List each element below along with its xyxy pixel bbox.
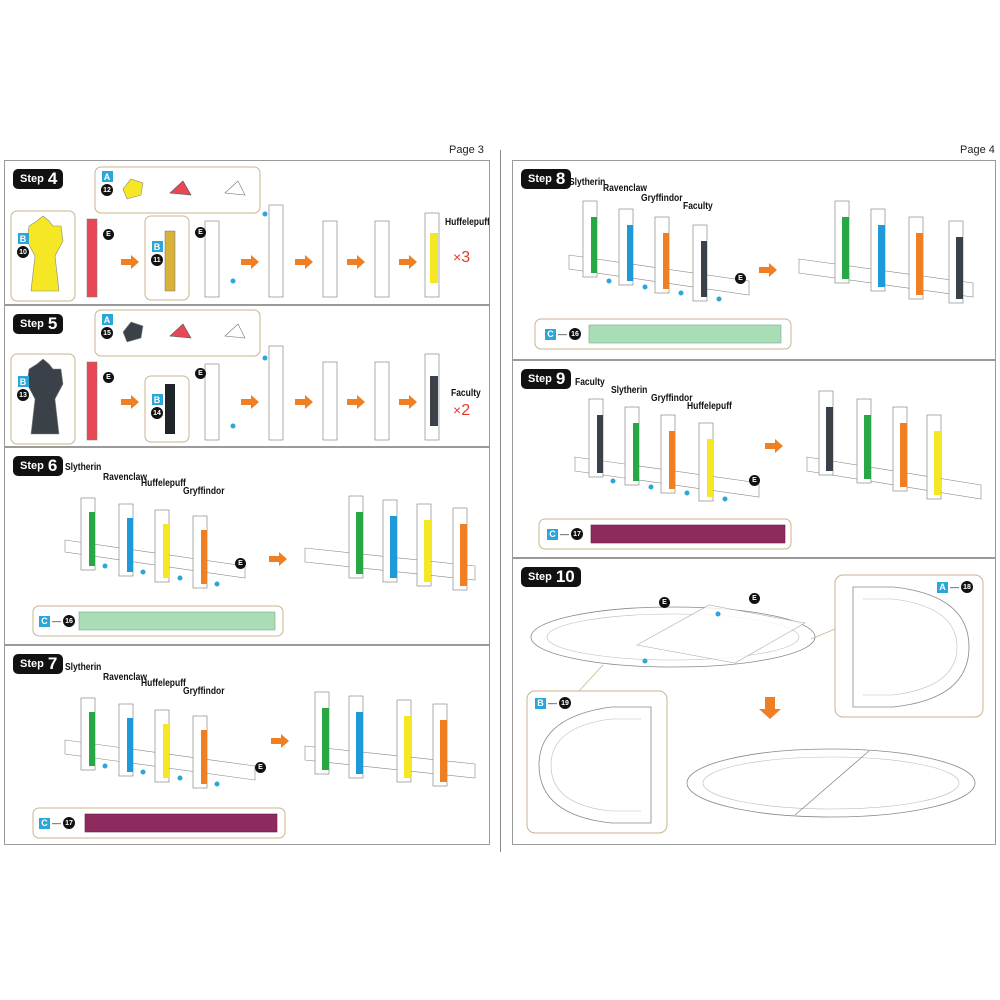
step-4-multiplier: ×3 (453, 249, 471, 266)
step-7-house-4: Gryffindor (183, 686, 225, 697)
step-10-tag-a: A — 18 (937, 581, 973, 593)
step-7-tag-c: C — 17 (39, 817, 75, 829)
step-6-tag-c: C — 16 (39, 615, 75, 627)
step-9-house-2: Slytherin (611, 385, 648, 396)
step-7-badge: Step 7 (13, 654, 64, 674)
step-5-panel: Step 5 A 15 B 13 B 14 E E Fac (4, 305, 490, 447)
step-7-house-1: Slytherin (65, 662, 102, 673)
step-7-e-badge: E (255, 762, 266, 773)
step-8-house-4: Faculty (683, 201, 713, 212)
step-10-e-badge: E (659, 597, 670, 608)
step-8-badge: Step 8 (521, 169, 572, 189)
step-8-tag-c: C — 16 (545, 328, 581, 340)
step-9-house-3: Gryffindor (651, 393, 693, 404)
step-8-panel: Step 8 Slytherin Ravenclaw Gryffindor Fa… (512, 160, 996, 360)
step-9-house-4: Huffelepuff (687, 401, 732, 412)
step-6-house-2: Ravenclaw (103, 472, 147, 483)
step-7-house-3: Huffelepuff (141, 678, 186, 689)
step-4-e-badge-2: E (195, 227, 206, 238)
step-5-house-label: Faculty (451, 388, 481, 399)
step-7-house-2: Ravenclaw (103, 672, 147, 683)
step-6-badge: Step 6 (13, 456, 64, 476)
step-7-panel: Step 7 Slytherin Ravenclaw Huffelepuff G… (4, 645, 490, 845)
step-9-badge: Step 9 (521, 369, 572, 389)
step-9-e-badge: E (749, 475, 760, 486)
step-6-art (32, 495, 476, 637)
step-5-e-badge-2: E (195, 368, 206, 379)
step-8-e-badge: E (735, 273, 746, 284)
step-4-tag-a: A 12 (101, 171, 113, 196)
step-4-panel: Step 4 A 12 B 10 B 11 E E Huf (4, 160, 490, 305)
step-4-house-label: Huffelepuff (445, 217, 490, 228)
step-6-e-badge: E (235, 558, 246, 569)
step-5-tag-b: B 13 (17, 376, 29, 401)
step-9-panel: Step 9 Faculty Slytherin Gryffindor Huff… (512, 360, 996, 558)
step-6-house-1: Slytherin (65, 462, 102, 473)
step-7-art (32, 691, 476, 839)
page-divider (500, 150, 501, 852)
step-6-panel: Step 6 Slytherin Ravenclaw Huffelepuff G… (4, 447, 490, 645)
step-5-tag-a: A 15 (101, 314, 113, 339)
step-10-e-badge-2: E (749, 593, 760, 604)
step-6-house-3: Huffelepuff (141, 478, 186, 489)
step-4-tag-b: B 10 (17, 233, 29, 258)
step-10-panel: Step 10 E E A — 18 B — 19 (512, 558, 996, 845)
step-9-tag-c: C — 17 (547, 528, 583, 540)
step-8-art (534, 200, 974, 350)
step-4-art (10, 166, 440, 302)
step-9-house-1: Faculty (575, 377, 605, 388)
step-10-art (526, 574, 984, 834)
step-5-e-badge: E (103, 372, 114, 383)
page-label-right: Page 4 (960, 144, 995, 156)
step-5-badge: Step 5 (13, 314, 64, 334)
step-4-tag-b2: B 11 (151, 241, 163, 266)
step-4-e-badge: E (103, 229, 114, 240)
step-5-tag-b2: B 14 (151, 394, 163, 419)
step-10-badge: Step 10 (521, 567, 581, 587)
step-8-house-3: Gryffindor (641, 193, 683, 204)
step-8-house-2: Ravenclaw (603, 183, 647, 194)
step-5-art (10, 309, 440, 445)
step-6-house-4: Gryffindor (183, 486, 225, 497)
step-4-badge: Step 4 (13, 169, 64, 189)
step-8-house-1: Slytherin (569, 177, 606, 188)
page-label-left: Page 3 (449, 144, 484, 156)
step-5-multiplier: ×2 (453, 402, 471, 419)
step-9-art (538, 390, 982, 550)
step-10-tag-b: B — 19 (535, 697, 571, 709)
